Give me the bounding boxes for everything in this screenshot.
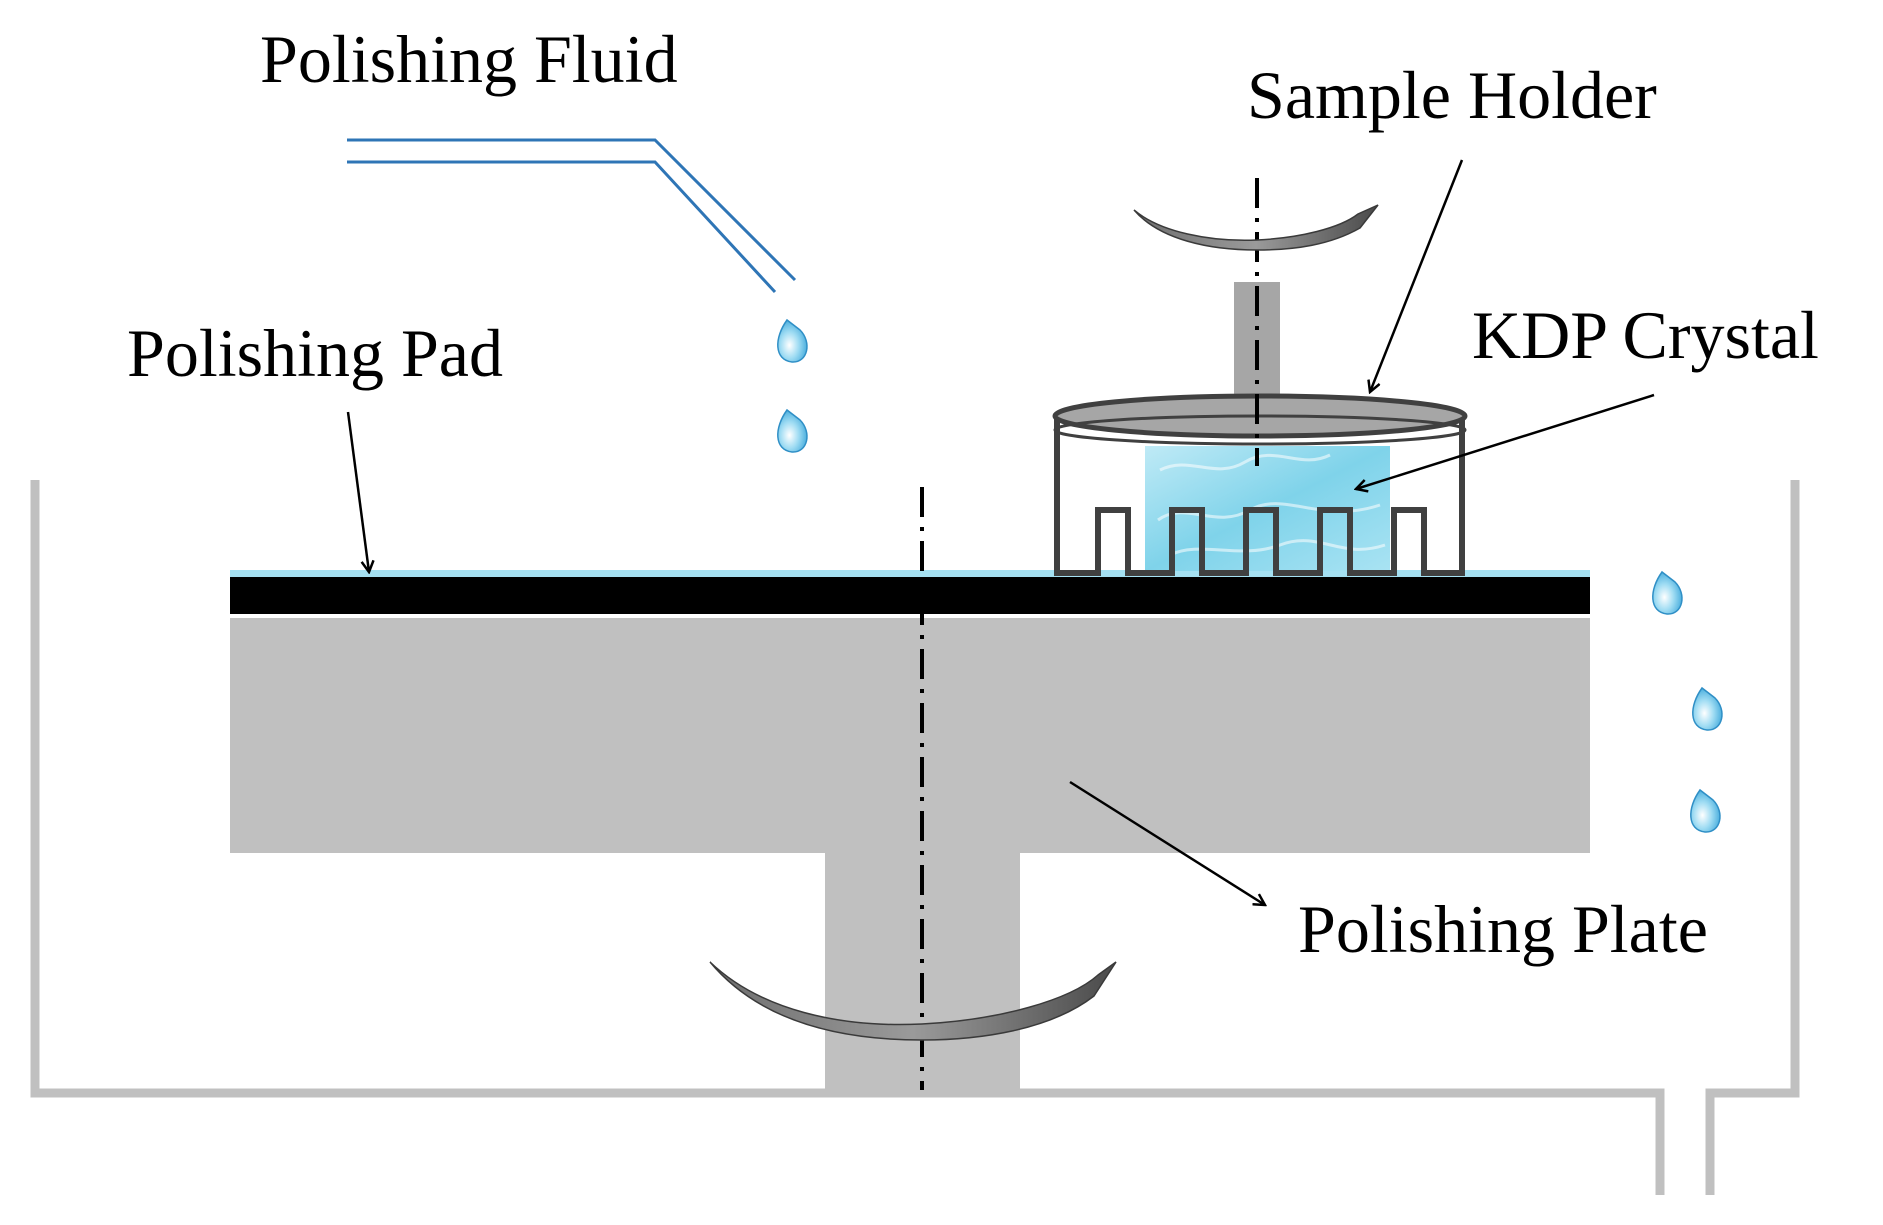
holder-cup [1054, 416, 1465, 576]
label-kdp-crystal: KDP Crystal [1472, 297, 1819, 373]
label-polishing-pad: Polishing Pad [127, 315, 503, 391]
fluid-droplets [777, 318, 1723, 833]
leader-arrows [346, 159, 1655, 905]
polishing-plate [230, 618, 1590, 1093]
droplet-icon [1652, 570, 1683, 615]
plate-leader-arrow [1069, 780, 1265, 905]
pad-leader-arrow [346, 411, 369, 572]
crystal-leader-arrow [1356, 393, 1655, 489]
droplet-icon [1692, 686, 1723, 731]
fluid-film [230, 570, 1590, 577]
polishing-pad [230, 577, 1590, 614]
droplet-icon [777, 408, 808, 453]
plate-rotation-arrow [709, 961, 1117, 1041]
droplet-icon [777, 318, 808, 363]
droplet-icon [1690, 788, 1721, 833]
holder-rotation-arrow [1133, 204, 1379, 251]
fluid-pipe [347, 138, 797, 294]
label-polishing-plate: Polishing Plate [1298, 891, 1708, 967]
sample-holder [1052, 282, 1468, 576]
label-polishing-fluid: Polishing Fluid [260, 21, 678, 97]
label-sample-holder: Sample Holder [1247, 57, 1657, 133]
holder-leader-arrow [1370, 159, 1464, 392]
